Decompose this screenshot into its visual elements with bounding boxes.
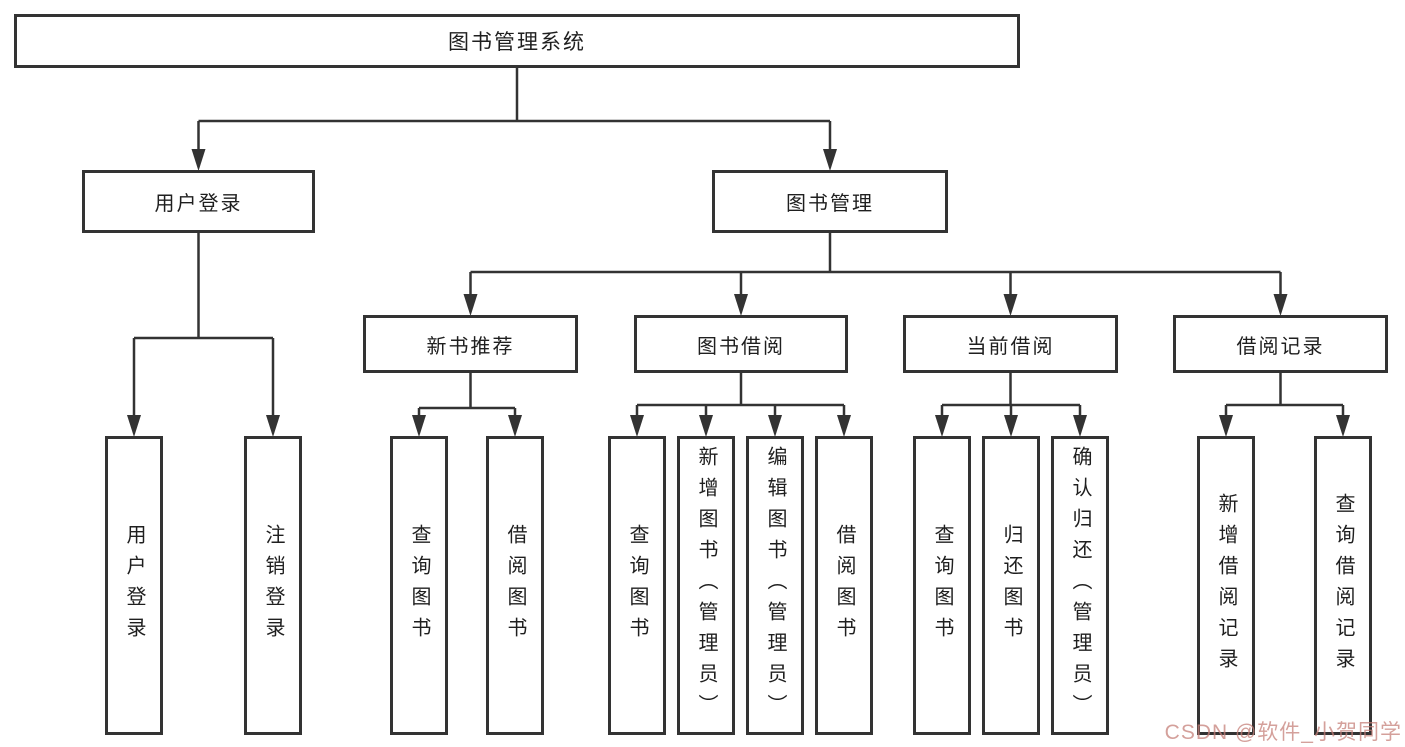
node-confirm-return-admin: 确认归还（管理员） bbox=[1051, 436, 1109, 735]
node-borrow-records: 借阅记录 bbox=[1173, 315, 1388, 373]
node-user-login-action: 用户登录 bbox=[105, 436, 163, 735]
arrow-icon bbox=[1073, 415, 1087, 437]
node-root: 图书管理系统 bbox=[14, 14, 1020, 68]
csdn-watermark: CSDN @软件_小贺同学 bbox=[1164, 721, 1402, 744]
node-current-borrow-label: 当前借阅 bbox=[966, 335, 1055, 358]
arrow-icon bbox=[1336, 415, 1350, 437]
arrow-icon bbox=[1219, 415, 1233, 437]
node-borrow-book-recommend: 借阅图书 bbox=[486, 436, 544, 735]
node-logout-label: 注销登录 bbox=[262, 523, 284, 648]
arrow-icon bbox=[191, 149, 206, 171]
arrow-icon bbox=[127, 415, 141, 437]
node-add-borrow-record: 新增借阅记录 bbox=[1197, 436, 1255, 735]
node-logout: 注销登录 bbox=[244, 436, 302, 735]
node-user-login-action-label: 用户登录 bbox=[123, 523, 145, 648]
arrow-icon bbox=[734, 294, 748, 316]
node-book-borrow-label: 图书借阅 bbox=[697, 335, 785, 358]
node-query-books-current-label: 查询图书 bbox=[931, 523, 953, 648]
node-current-borrow: 当前借阅 bbox=[903, 315, 1118, 373]
node-book-borrow: 图书借阅 bbox=[634, 315, 848, 373]
arrow-icon bbox=[508, 415, 522, 437]
arrow-icon bbox=[630, 415, 644, 437]
arrow-icon bbox=[768, 415, 782, 437]
node-add-book-admin: 新增图书（管理员） bbox=[677, 436, 735, 735]
arrow-icon bbox=[1004, 415, 1018, 437]
node-new-book-recommend: 新书推荐 bbox=[363, 315, 578, 373]
node-query-borrow-record-label: 查询借阅记录 bbox=[1332, 492, 1354, 679]
arrow-icon bbox=[412, 415, 426, 437]
arrow-icon bbox=[266, 415, 280, 437]
arrow-icon bbox=[463, 294, 478, 316]
arrow-icon bbox=[699, 415, 713, 437]
node-query-books-borrow: 查询图书 bbox=[608, 436, 666, 735]
node-borrow-book-label: 借阅图书 bbox=[833, 523, 855, 648]
node-edit-book-admin-label: 编辑图书（管理员） bbox=[764, 446, 786, 725]
node-query-books-recommend-label: 查询图书 bbox=[408, 523, 430, 648]
node-book-management: 图书管理 bbox=[712, 170, 948, 233]
node-add-book-admin-label: 新增图书（管理员） bbox=[695, 446, 717, 725]
connector-lines bbox=[132, 68, 1345, 418]
node-return-book-label: 归还图书 bbox=[1000, 523, 1022, 648]
arrow-icon bbox=[1273, 294, 1288, 316]
node-borrow-book: 借阅图书 bbox=[815, 436, 873, 735]
node-root-label: 图书管理系统 bbox=[448, 31, 586, 54]
node-borrow-records-label: 借阅记录 bbox=[1236, 335, 1325, 358]
node-new-book-recommend-label: 新书推荐 bbox=[426, 335, 515, 358]
node-query-books-recommend: 查询图书 bbox=[390, 436, 448, 735]
node-borrow-book-recommend-label: 借阅图书 bbox=[504, 523, 526, 648]
arrow-icon bbox=[1003, 294, 1018, 316]
node-user-login-label: 用户登录 bbox=[154, 193, 243, 215]
node-return-book: 归还图书 bbox=[982, 436, 1040, 735]
node-book-management-label: 图书管理 bbox=[786, 193, 874, 215]
node-user-login: 用户登录 bbox=[82, 170, 315, 233]
node-query-books-borrow-label: 查询图书 bbox=[626, 523, 648, 648]
arrow-icon bbox=[935, 415, 949, 437]
node-query-books-current: 查询图书 bbox=[913, 436, 971, 735]
node-edit-book-admin: 编辑图书（管理员） bbox=[746, 436, 804, 735]
arrow-icon bbox=[823, 149, 837, 171]
node-add-borrow-record-label: 新增借阅记录 bbox=[1215, 492, 1237, 679]
arrow-icon bbox=[837, 415, 851, 437]
node-query-borrow-record: 查询借阅记录 bbox=[1314, 436, 1372, 735]
node-confirm-return-admin-label: 确认归还（管理员） bbox=[1069, 446, 1091, 725]
